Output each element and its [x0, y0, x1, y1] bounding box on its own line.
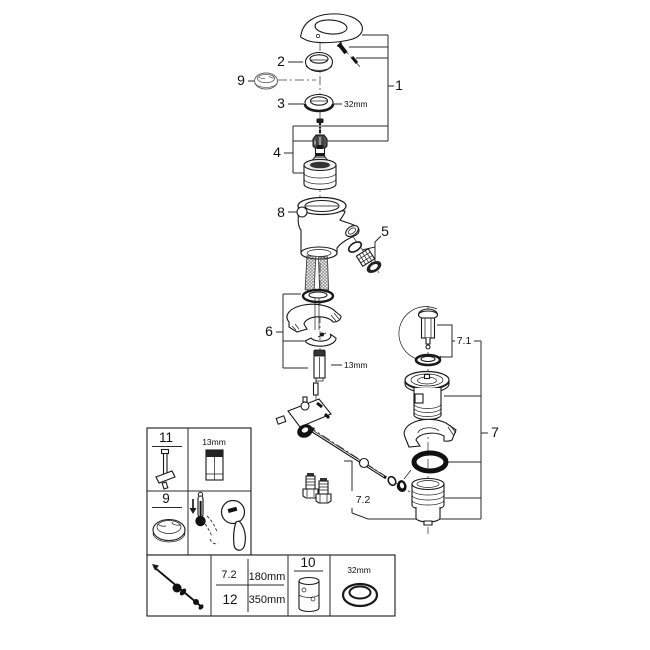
- lever-handle: [299, 13, 363, 44]
- label-2: 2: [277, 53, 285, 69]
- ref-escutcheon-size: 32mm: [347, 565, 371, 575]
- dome-cap: [304, 51, 334, 73]
- label-8: 8: [277, 204, 285, 220]
- popup-rod-drawing: [152, 564, 204, 610]
- label-7-1: 7.1: [457, 335, 472, 347]
- extension-piece-drawing: [298, 576, 320, 613]
- callout-13mm: 13mm: [344, 360, 368, 370]
- bracket-part7-1: [437, 324, 481, 358]
- temperature-limiter-cap: [254, 72, 278, 90]
- escutcheon-ring-drawing: [341, 582, 379, 608]
- ref-label-11: 11: [159, 430, 173, 445]
- temperature-icon: [189, 491, 206, 527]
- label-1: 1: [395, 77, 403, 93]
- label-7-2: 7.2: [356, 494, 371, 506]
- drain-plug-washer: [414, 353, 442, 367]
- centerlines: [278, 34, 429, 534]
- label-4: 4: [273, 144, 281, 160]
- cartridge: [303, 145, 337, 191]
- mounting-clamp: [304, 332, 337, 347]
- drain-o-ring: [411, 450, 449, 474]
- table-length-350: 350mm: [249, 594, 286, 606]
- handle-connector-knob: [296, 206, 308, 218]
- drain-tailpiece: [411, 477, 445, 526]
- bracket-part1: [293, 34, 394, 142]
- supply-connectors: [302, 473, 332, 504]
- cartridge-nut: [312, 134, 328, 150]
- retaining-ring-32mm: [303, 93, 335, 113]
- mounting-bracket: [286, 298, 342, 333]
- aerator-parts: [347, 241, 382, 273]
- reference-box: 11 13mm 9: [146, 427, 252, 556]
- supply-hoses: [304, 255, 330, 291]
- lever-hand-drawing: [201, 499, 246, 551]
- mounting-washer: [301, 288, 335, 304]
- table-ref-12: 12: [222, 592, 237, 607]
- ref-socket-size: 13mm: [202, 437, 226, 447]
- label-5: 5: [381, 223, 389, 239]
- bracket-part7-2: [344, 460, 353, 513]
- drain-plug: [398, 306, 442, 361]
- handle-screws: [336, 41, 359, 64]
- drain-body: [404, 370, 450, 421]
- ref-label-9: 9: [162, 491, 170, 506]
- ref-label-10: 10: [300, 555, 315, 570]
- rod-seal-washer: [397, 469, 412, 492]
- popup-pivot-assembly: [275, 396, 332, 438]
- bracket-part7: [351, 341, 488, 520]
- label-9: 9: [237, 72, 245, 88]
- table-length-180: 180mm: [249, 571, 286, 583]
- label-3: 3: [277, 95, 285, 111]
- mounting-tool-drawing: [155, 448, 176, 490]
- callout-32mm: 32mm: [344, 99, 368, 109]
- wedge-gasket: [403, 418, 457, 448]
- mounting-stud-13mm: [313, 349, 326, 382]
- cap-drawing: [152, 518, 186, 543]
- popup-rod-upper: [312, 382, 319, 396]
- reference-table: 7.2 180mm 12 350mm 10 32mm: [146, 554, 396, 617]
- label-6: 6: [265, 323, 273, 339]
- cartridge-screw: [316, 118, 324, 133]
- socket-drawing: [205, 449, 224, 481]
- faucet-body: [296, 196, 360, 260]
- table-ref-72: 7.2: [221, 569, 236, 581]
- bracket-part6: [276, 293, 342, 369]
- label-7: 7: [491, 424, 499, 440]
